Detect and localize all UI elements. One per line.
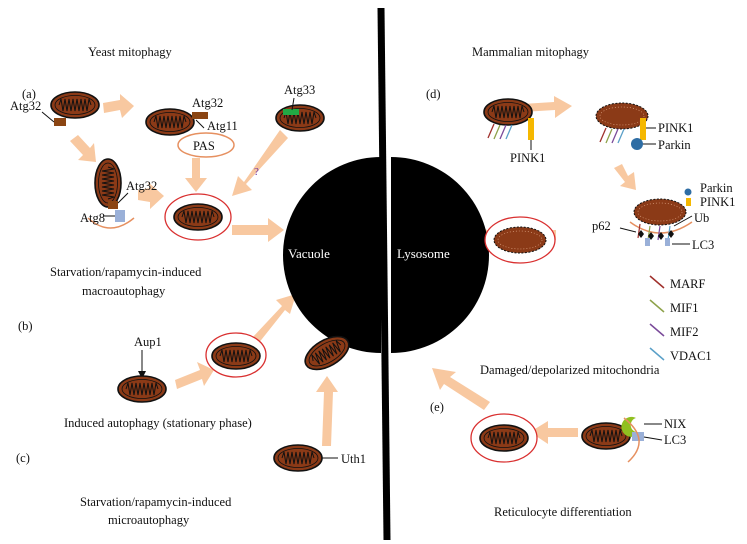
atg33-label: Atg33 xyxy=(284,83,315,97)
mito-in-autolysosome-d xyxy=(493,226,547,254)
atg8-label: Atg8 xyxy=(80,211,105,225)
mito-a1 xyxy=(50,91,100,126)
lc3-label-e: LC3 xyxy=(664,433,686,447)
legend-swatch-marf xyxy=(649,275,665,289)
atg32-label-a4: Atg32 xyxy=(126,179,157,193)
legend-swatch-mif2 xyxy=(649,323,665,337)
mito-d3 xyxy=(629,188,693,246)
lysosome-label: Lysosome xyxy=(397,246,450,261)
mito-d1 xyxy=(483,98,534,140)
lysosome xyxy=(391,157,489,353)
pink1-d1 xyxy=(528,118,534,140)
arrow-b1 xyxy=(175,362,214,389)
lc3-label-d: LC3 xyxy=(692,238,714,252)
mito-in-autophagosome-a xyxy=(173,203,223,231)
caption-reticulocyte: Reticulocyte differentiation xyxy=(494,505,632,519)
panel-label-c: (c) xyxy=(16,451,30,465)
panel-label-d: (d) xyxy=(426,87,441,101)
divider-line xyxy=(377,7,391,541)
atg33-receptor xyxy=(283,109,299,115)
receptor-legend: MARF MIF1 MIF2 VDAC1 xyxy=(649,275,712,363)
mito-a3 xyxy=(275,104,325,132)
arrow-a5 xyxy=(232,130,288,196)
arrow-d2 xyxy=(614,164,636,190)
nix-receptor xyxy=(621,416,640,437)
aup1-label: Aup1 xyxy=(134,335,162,349)
atg32-receptor-a2 xyxy=(192,112,208,119)
caption-stationary: Induced autophagy (stationary phase) xyxy=(64,416,252,430)
question-mark: ? xyxy=(254,166,259,178)
arrow-a1 xyxy=(103,94,134,118)
pink1-label-d2: PINK1 xyxy=(658,121,693,135)
parkin-label-d2: Parkin xyxy=(658,138,691,152)
mito-a4 xyxy=(87,158,135,229)
mito-e1 xyxy=(581,416,644,463)
arrow-c xyxy=(316,376,338,446)
legend-label-vdac1: VDAC1 xyxy=(670,349,712,363)
atg11-label: Atg11 xyxy=(207,119,238,133)
arrow-e2 xyxy=(432,368,490,410)
parkin-d2 xyxy=(631,138,643,150)
uth1-label: Uth1 xyxy=(341,452,366,466)
legend-swatch-vdac1 xyxy=(649,347,665,361)
legend-label-mif2: MIF2 xyxy=(670,325,698,339)
mito-in-autophagosome-b xyxy=(211,342,261,370)
legend-swatch-mif1 xyxy=(649,299,665,313)
pas-structure xyxy=(177,132,235,158)
mito-a2 xyxy=(145,108,208,136)
arrow-a6 xyxy=(232,218,284,242)
panel-label-e: (e) xyxy=(430,400,444,414)
arrow-d1 xyxy=(522,96,572,118)
nix-label: NIX xyxy=(664,417,686,431)
parkin-label-d3: Parkin xyxy=(700,181,733,195)
arrow-a3 xyxy=(138,182,164,209)
atg8-a4 xyxy=(115,210,125,222)
vacuole xyxy=(283,157,381,353)
mito-in-autolysosome-e xyxy=(479,424,529,452)
arrow-b2 xyxy=(252,294,296,344)
pas-label: PAS xyxy=(193,139,215,153)
pink1-label-d1: PINK1 xyxy=(510,151,545,165)
arrow-e1 xyxy=(530,421,578,444)
mito-c1 xyxy=(273,444,323,472)
vacuole-label: Vacuole xyxy=(288,246,330,261)
panel-label-b: (b) xyxy=(18,319,33,333)
mito-d2 xyxy=(595,102,649,150)
p62-label: p62 xyxy=(592,219,611,233)
atg32-label-a1: Atg32 xyxy=(10,99,41,113)
atg32-receptor-a1 xyxy=(54,118,66,126)
atg32-label-a2: Atg32 xyxy=(192,96,223,110)
caption-macro-2: macroautophagy xyxy=(82,284,166,298)
arrow-a2 xyxy=(70,135,96,162)
legend-label-marf: MARF xyxy=(670,277,705,291)
legend-label-mif1: MIF1 xyxy=(670,301,698,315)
arrow-a4 xyxy=(185,158,207,192)
pink1-label-d3: PINK1 xyxy=(700,195,735,209)
ub-label: Ub xyxy=(694,211,709,225)
pink1-d2 xyxy=(640,118,646,140)
caption-macro-1: Starvation/rapamycin-induced xyxy=(50,265,202,279)
yeast-heading: Yeast mitophagy xyxy=(88,45,173,59)
caption-micro-2: microautophagy xyxy=(108,513,190,527)
mito-b1 xyxy=(117,375,167,403)
mammalian-heading: Mammalian mitophagy xyxy=(472,45,590,59)
atg32-receptor-a4 xyxy=(108,201,118,209)
caption-damaged: Damaged/depolarized mitochondria xyxy=(480,363,660,377)
panel-label-a: (a) xyxy=(22,87,36,101)
caption-micro-1: Starvation/rapamycin-induced xyxy=(80,495,232,509)
